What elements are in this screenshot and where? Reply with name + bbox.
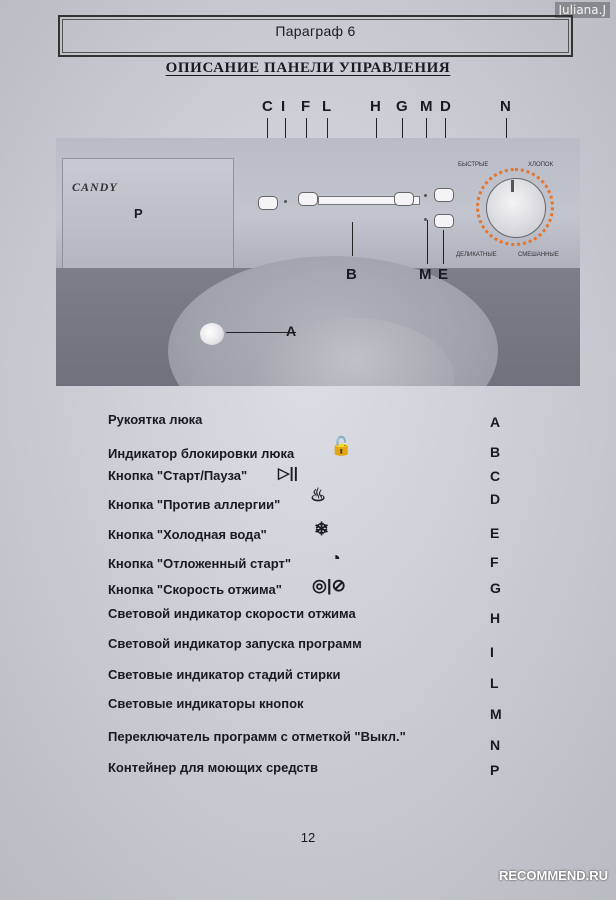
brand-logo: CANDY <box>72 180 118 194</box>
pointer-a <box>226 332 296 333</box>
callout-letter-n: N <box>500 98 511 115</box>
callout-letter-d: D <box>440 98 451 115</box>
anti-allergy-button-photo <box>434 188 454 202</box>
spin-speed-icon: ◎|⊘ <box>312 576 346 595</box>
snowflake-icon: ❄ <box>314 519 330 539</box>
callout-letter-h: H <box>370 98 381 115</box>
panel-label-fast: БЫСТРЫЕ <box>458 162 489 168</box>
delay-start-button-photo <box>298 192 318 206</box>
spin-indicator-bar <box>318 196 420 205</box>
program-led <box>284 200 287 203</box>
callout-letter-i: I <box>281 98 286 115</box>
panel-label-mixed: СМЕШАННЫЕ <box>518 252 559 258</box>
anti-allergy-icon: ♨ <box>310 485 327 505</box>
lock-icon: 🔓 <box>330 436 353 456</box>
callout-letter-g: G <box>396 98 408 115</box>
callout-letter-m: M <box>420 98 433 115</box>
callout-letter-e: E <box>438 266 449 283</box>
pointer-b <box>352 222 353 256</box>
callout-letter-f: F <box>301 98 311 115</box>
drawer-letter: P <box>134 206 143 221</box>
pointer-e <box>443 230 444 264</box>
paragraph-title: Параграф 6 <box>275 23 356 39</box>
callout-letter-l: L <box>322 98 332 115</box>
callout-letter-c: C <box>262 98 273 115</box>
door-handle <box>200 323 224 345</box>
cold-water-button-photo <box>434 214 454 228</box>
detergent-drawer <box>62 158 234 270</box>
delay-clock-icon: ◔ <box>330 548 341 568</box>
button-led-1 <box>424 194 427 197</box>
paragraph-header-box: Параграф 6 <box>58 15 573 57</box>
program-dial <box>486 178 546 238</box>
user-watermark: Juliana.J <box>554 2 610 18</box>
page-number: 12 <box>300 830 316 845</box>
start-pause-button-photo <box>258 196 278 210</box>
callout-letter-b: B <box>346 266 357 283</box>
section-title: ОПИСАНИЕ ПАНЕЛИ УПРАВЛЕНИЯ <box>165 60 451 76</box>
panel-label-cotton: ХЛОПОК <box>528 162 554 168</box>
callout-letter-a: A <box>286 323 297 339</box>
pointer-m-bottom <box>427 220 428 264</box>
button-led-2 <box>424 218 427 221</box>
callout-letter-m-bottom: M <box>419 266 432 283</box>
program-dial-ring <box>476 168 554 246</box>
washing-machine-photo: CANDY P БЫСТРЫЕ ХЛОПОК ДЕЛИКАТНЫЕ СМЕШАН… <box>56 138 580 386</box>
panel-label-delicate: ДЕЛИКАТНЫЕ <box>456 252 497 258</box>
site-watermark: RECOMMEND.RU <box>498 868 608 883</box>
play-pause-icon: ▷|| <box>278 465 298 482</box>
spin-button-photo <box>394 192 414 206</box>
dial-marker <box>511 180 514 192</box>
